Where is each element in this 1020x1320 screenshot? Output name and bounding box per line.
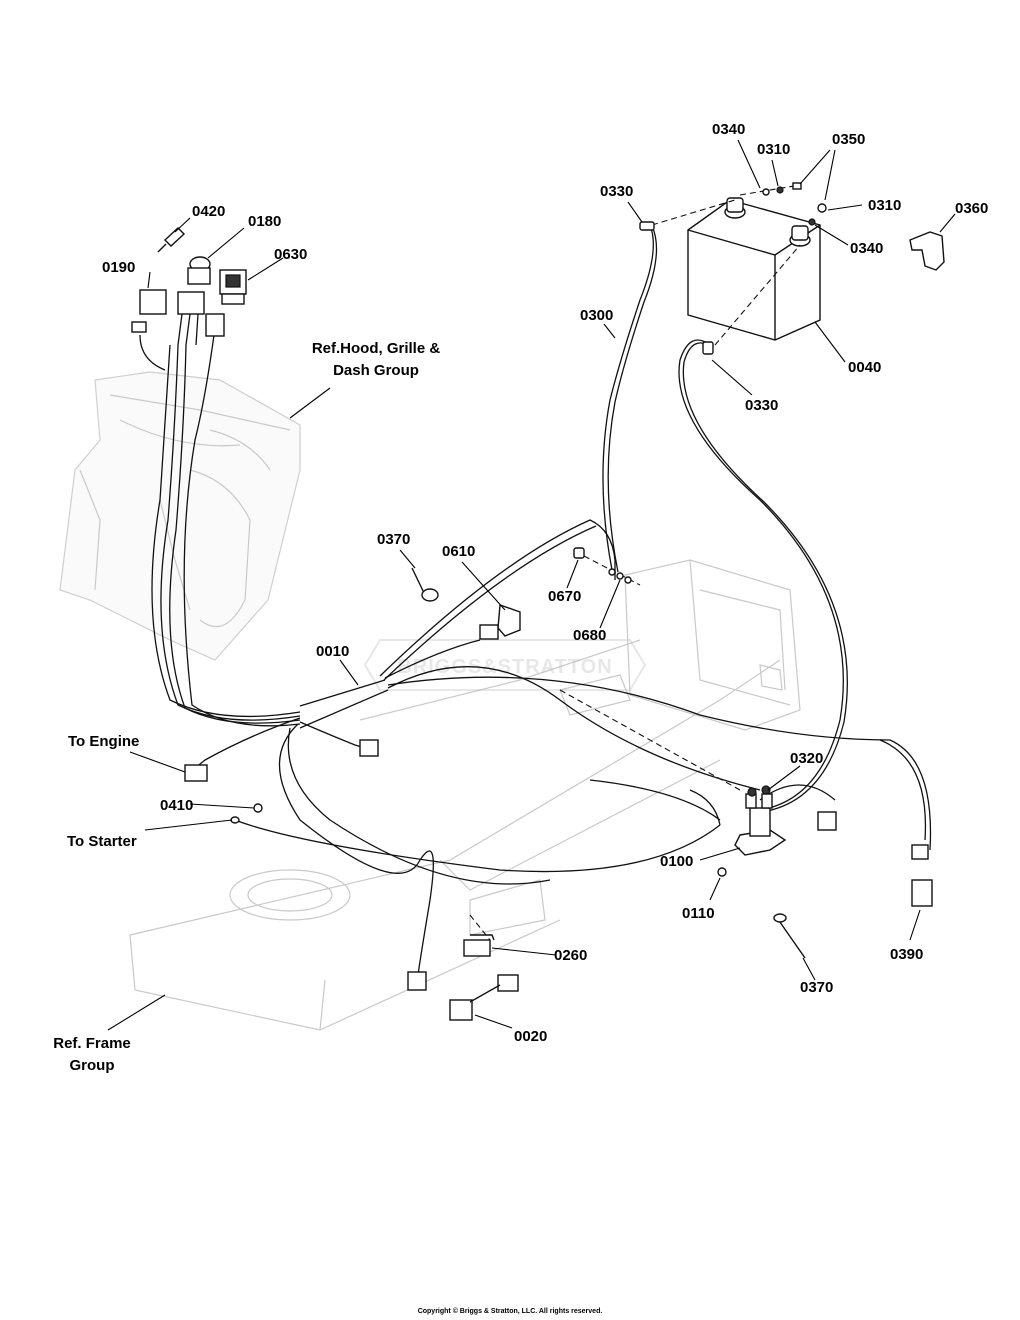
callout-0670: 0670 — [548, 588, 581, 605]
callout-0020: 0020 — [514, 1028, 547, 1045]
callout-labels: 0340 0310 0350 0330 0310 0360 0340 0420 … — [102, 121, 988, 1045]
callout-0680: 0680 — [573, 627, 606, 644]
hood-ref-line2: Dash Group — [333, 362, 419, 379]
misc-parts — [184, 547, 933, 1021]
hood-dash-ghost — [59, 371, 301, 661]
svg-text:BRIGGS&STRATTON: BRIGGS&STRATTON — [397, 656, 612, 678]
battery-hardware — [639, 182, 945, 355]
dash-switches — [131, 227, 247, 346]
callout-0370: 0370 — [377, 531, 410, 548]
to-starter-note: To Starter — [67, 833, 137, 850]
callout-0300: 0300 — [580, 307, 613, 324]
callout-0340: 0340 — [712, 121, 745, 138]
leader-lines — [107, 139, 956, 1031]
callout-0410: 0410 — [160, 797, 193, 814]
reference-notes: Ref.Hood, Grille & Dash Group To Engine … — [53, 340, 440, 1074]
battery — [687, 197, 821, 341]
to-engine-note: To Engine — [68, 733, 139, 750]
hood-ref-line1: Ref.Hood, Grille & — [312, 340, 441, 357]
copyright-footer: Copyright © Briggs & Stratton, LLC. All … — [417, 1308, 603, 1315]
callout-0010: 0010 — [316, 643, 349, 660]
callout-0310: 0310 — [757, 141, 790, 158]
frame-ref-line1: Ref. Frame — [53, 1035, 131, 1052]
callout-0610: 0610 — [442, 543, 475, 560]
callout-0370: 0370 — [800, 979, 833, 996]
callout-0420: 0420 — [192, 203, 225, 220]
battery-cables — [602, 224, 848, 813]
callout-0100: 0100 — [660, 853, 693, 870]
callout-0110: 0110 — [682, 905, 715, 922]
callout-0350: 0350 — [832, 131, 865, 148]
callout-0630: 0630 — [274, 246, 307, 263]
callout-0340: 0340 — [850, 240, 883, 257]
callout-0330: 0330 — [600, 183, 633, 200]
callout-0330: 0330 — [745, 397, 778, 414]
callout-0320: 0320 — [790, 750, 823, 767]
callout-0360: 0360 — [955, 200, 988, 217]
brand-watermark: BRIGGS&STRATTON — [363, 639, 647, 691]
callout-0040: 0040 — [848, 359, 881, 376]
frame-ghost — [129, 639, 781, 1031]
callout-0190: 0190 — [102, 259, 135, 276]
callout-0310: 0310 — [868, 197, 901, 214]
battery-tray-ghost — [624, 559, 801, 731]
callout-0260: 0260 — [554, 947, 587, 964]
callout-0180: 0180 — [248, 213, 281, 230]
callout-0390: 0390 — [890, 946, 923, 963]
wire-harness-0010 — [139, 334, 932, 976]
frame-ref-line2: Group — [70, 1057, 115, 1074]
